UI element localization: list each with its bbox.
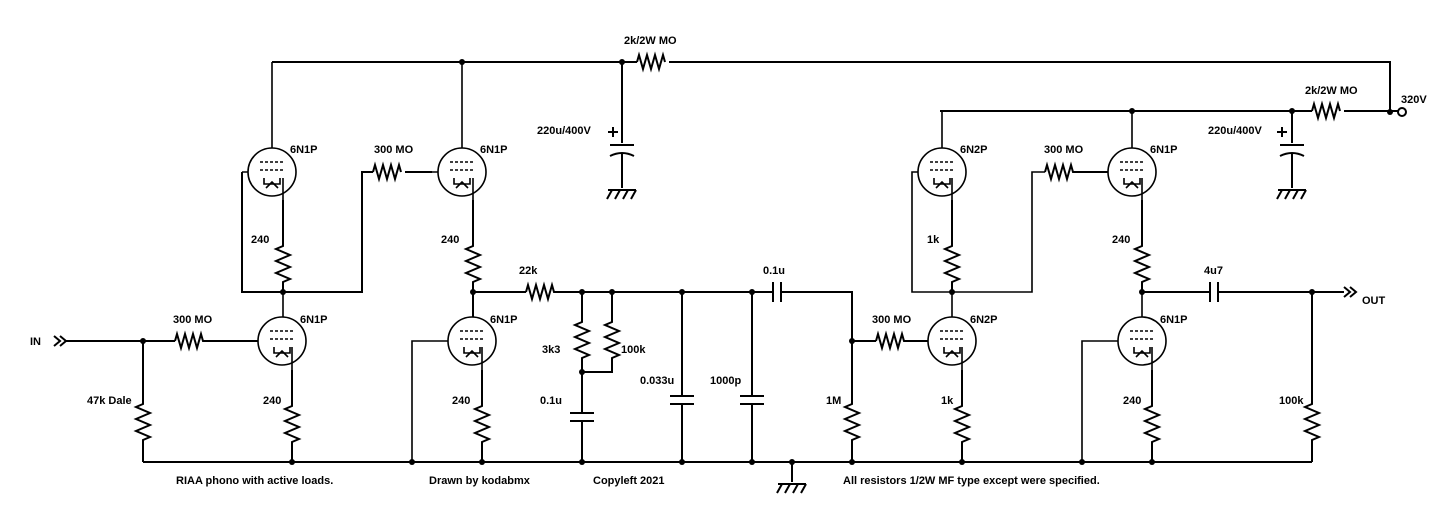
- label-tube-v2: 6N1P: [480, 144, 508, 156]
- label-tube-v3: 6N1P: [300, 314, 328, 326]
- tube-v2: [432, 59, 487, 200]
- label-r-300-v8: 300 MO: [1044, 144, 1084, 156]
- resistor-300-grid-v5: [875, 330, 928, 352]
- resistor-1m: [842, 341, 862, 462]
- resistor-240-c: [282, 370, 302, 462]
- label-c-supply2: 220u/400V: [1208, 125, 1262, 137]
- resistor-240-d: [472, 370, 492, 462]
- label-tube-v6: 6N1P: [1160, 314, 1188, 326]
- note-author: Drawn by kodabmx: [429, 475, 531, 487]
- label-tube-v5: 6N2P: [970, 314, 998, 326]
- label-supply-voltage: 320V: [1401, 94, 1427, 106]
- supply-capacitor-2: [1276, 108, 1307, 200]
- wire-v1-loop: [241, 171, 432, 293]
- label-r-100k-out: 100k: [1279, 395, 1304, 407]
- capacitor-4u7: [1142, 282, 1358, 302]
- resistor-240-e: [1132, 200, 1152, 292]
- label-tube-v8: 6N1P: [1150, 144, 1178, 156]
- supply-rail-second: [940, 100, 1398, 122]
- label-in: IN: [30, 336, 41, 348]
- resistor-300-grid-v2: [372, 161, 402, 183]
- label-r-240-a: 240: [251, 234, 269, 246]
- label-r-100k-riaa: 100k: [621, 344, 646, 356]
- resistor-300-grid-v8: [1044, 161, 1108, 183]
- label-c-4u7: 4u7: [1204, 265, 1223, 277]
- tube-v5: [927, 292, 977, 370]
- resistor-3k3: [572, 292, 592, 372]
- note-copyleft: Copyleft 2021: [593, 475, 665, 487]
- note-title: RIAA phono with active loads.: [176, 475, 333, 487]
- label-r-1m: 1M: [826, 395, 841, 407]
- resistor-22k: [525, 281, 853, 341]
- supply-rail-top: [272, 55, 1391, 111]
- ground-rail: [143, 459, 1312, 465]
- label-c-supply1: 220u/400V: [537, 125, 591, 137]
- resistor-240-a: [273, 200, 293, 292]
- note-resistors: All resistors 1/2W MF type except were s…: [843, 475, 1100, 487]
- resistor-240-b: [463, 200, 483, 292]
- capacitor-01u-coupling: [752, 282, 790, 302]
- capacitor-033u: [670, 292, 694, 462]
- supply-capacitor-1: [606, 59, 637, 200]
- resistor-1k-v5: [952, 370, 972, 462]
- capacitor-1000p: [740, 292, 764, 462]
- label-r-300-v2: 300 MO: [374, 144, 414, 156]
- label-r-22k: 22k: [519, 265, 538, 277]
- label-r-240-e: 240: [1112, 234, 1130, 246]
- resistor-100k-out: [1302, 292, 1322, 462]
- label-c-033u: 0.033u: [640, 375, 674, 387]
- input-terminal: [53, 330, 258, 352]
- label-tube-v4: 6N1P: [490, 314, 518, 326]
- label-r-47k: 47k Dale: [87, 395, 132, 407]
- label-r-300-v5: 300 MO: [872, 314, 912, 326]
- label-r-1k-v5: 1k: [941, 395, 954, 407]
- label-r-1k-v7: 1k: [927, 234, 940, 246]
- label-tube-v7: 6N2P: [960, 144, 988, 156]
- tube-v1: [242, 62, 297, 200]
- resistor-240-f: [1142, 370, 1162, 462]
- label-r-240-c: 240: [263, 395, 281, 407]
- tube-v8: [1107, 108, 1157, 200]
- resistor-100k-riaa: [582, 292, 622, 373]
- tube-v3: [257, 292, 307, 370]
- resistor-1k-v7: [942, 200, 962, 292]
- tube-v7: [911, 111, 1045, 293]
- label-c-01u-coupling: 0.1u: [763, 265, 785, 277]
- label-r-240-f: 240: [1123, 395, 1141, 407]
- label-r-240-d: 240: [452, 395, 470, 407]
- label-r-3k3: 3k3: [542, 344, 560, 356]
- label-r-300-in: 300 MO: [173, 314, 213, 326]
- ground-symbol: [776, 462, 807, 494]
- label-out: OUT: [1362, 295, 1386, 307]
- resistor-47k: [133, 341, 153, 462]
- tube-v6: [1081, 292, 1167, 462]
- label-tube-v1: 6N1P: [290, 144, 318, 156]
- supply-terminal: [1387, 107, 1407, 117]
- label-r-240-b: 240: [441, 234, 459, 246]
- tube-v4: [411, 316, 497, 462]
- label-r-supply2: 2k/2W MO: [1305, 85, 1358, 97]
- label-c-01u-riaa: 0.1u: [540, 395, 562, 407]
- capacitor-01u-riaa: [570, 372, 594, 462]
- label-r-supply1: 2k/2W MO: [624, 35, 677, 47]
- label-c-1000p: 1000p: [710, 375, 741, 387]
